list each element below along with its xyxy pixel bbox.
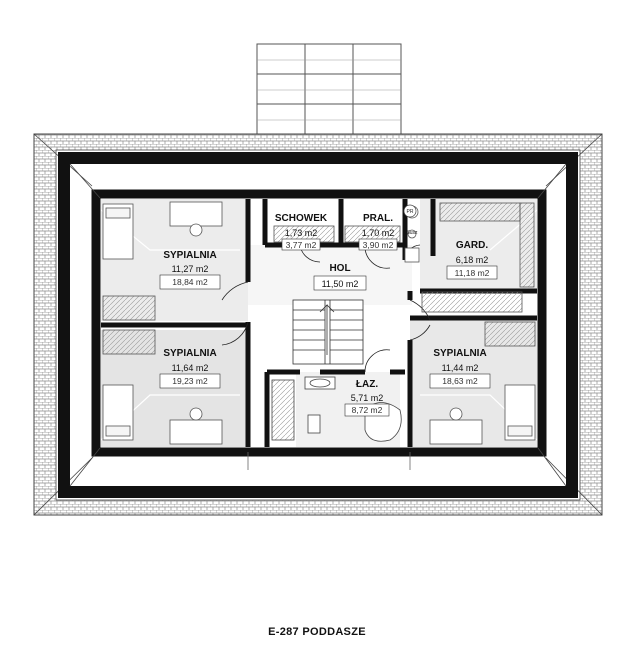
- room-name: SYPIALNIA: [433, 348, 486, 359]
- room-name: ŁAZ.: [356, 379, 378, 390]
- interior-walls: [101, 199, 537, 447]
- wardrobe-icon: [102, 295, 156, 321]
- room-schowek: SCHOWEK 1,73 m2 3,77 m2: [275, 213, 328, 251]
- staircase: [292, 299, 364, 365]
- roof-window: [256, 43, 402, 137]
- bathtub-icon: [271, 379, 295, 441]
- room-area-usable: 5,71 m2: [351, 393, 384, 403]
- room-area-usable: 11,64 m2: [172, 363, 209, 373]
- room-area-usable: 1,73 m2: [285, 228, 318, 238]
- room-name: SYPIALNIA: [163, 250, 216, 261]
- room-area-usable: 6,18 m2: [456, 255, 489, 265]
- room-pralnia: PRAL. 1,70 m2 3,90 m2 PR Susz: [358, 204, 418, 251]
- dryer-label: Susz: [406, 230, 418, 236]
- desk-icon: [169, 419, 223, 445]
- exterior-walls: [58, 152, 578, 498]
- room-lazienka: ŁAZ. 5,71 m2 8,72 m2: [344, 379, 390, 417]
- room-area-usable: 11,44 m2: [442, 363, 479, 373]
- room-name: SYPIALNIA: [163, 348, 216, 359]
- room-area-usable: 11,50 m2: [322, 279, 359, 289]
- room-sypialnia-3: SYPIALNIA 11,44 m2 18,63 m2: [429, 348, 491, 389]
- room-sypialnia-1: SYPIALNIA 11,27 m2 18,84 m2: [159, 250, 221, 290]
- washer-label: PR: [407, 209, 414, 215]
- desk-icon: [169, 201, 223, 227]
- bathroom-fixtures: [271, 376, 402, 442]
- room-area-total: 8,72 m2: [352, 405, 383, 415]
- room-name: GARD.: [456, 240, 488, 251]
- wardrobe-icon: [102, 329, 156, 355]
- room-hol: HOL 11,50 m2: [313, 263, 367, 291]
- room-name: PRAL.: [363, 213, 393, 224]
- room-area-usable: 11,27 m2: [172, 264, 209, 274]
- room-area-usable: 1,70 m2: [362, 228, 395, 238]
- room-area-total: 3,77 m2: [286, 240, 317, 250]
- drawing-title: E-287 PODDASZE: [268, 626, 366, 638]
- room-area-total: 11,18 m2: [455, 268, 490, 278]
- room-name: HOL: [329, 263, 350, 274]
- room-name: SCHOWEK: [275, 213, 328, 224]
- level-lines: [247, 452, 411, 470]
- wardrobe-icon: [484, 321, 536, 347]
- room-area-total: 3,90 m2: [363, 240, 394, 250]
- room-area-total: 19,23 m2: [172, 376, 208, 386]
- room-garderoba: GARD. 6,18 m2 11,18 m2: [446, 240, 498, 280]
- toilet-icon: [307, 414, 321, 434]
- room-area-total: 18,84 m2: [172, 277, 208, 287]
- room-sypialnia-2: SYPIALNIA 11,64 m2 19,23 m2: [159, 348, 221, 389]
- room-area-total: 18,63 m2: [442, 376, 478, 386]
- desk-icon: [429, 419, 483, 445]
